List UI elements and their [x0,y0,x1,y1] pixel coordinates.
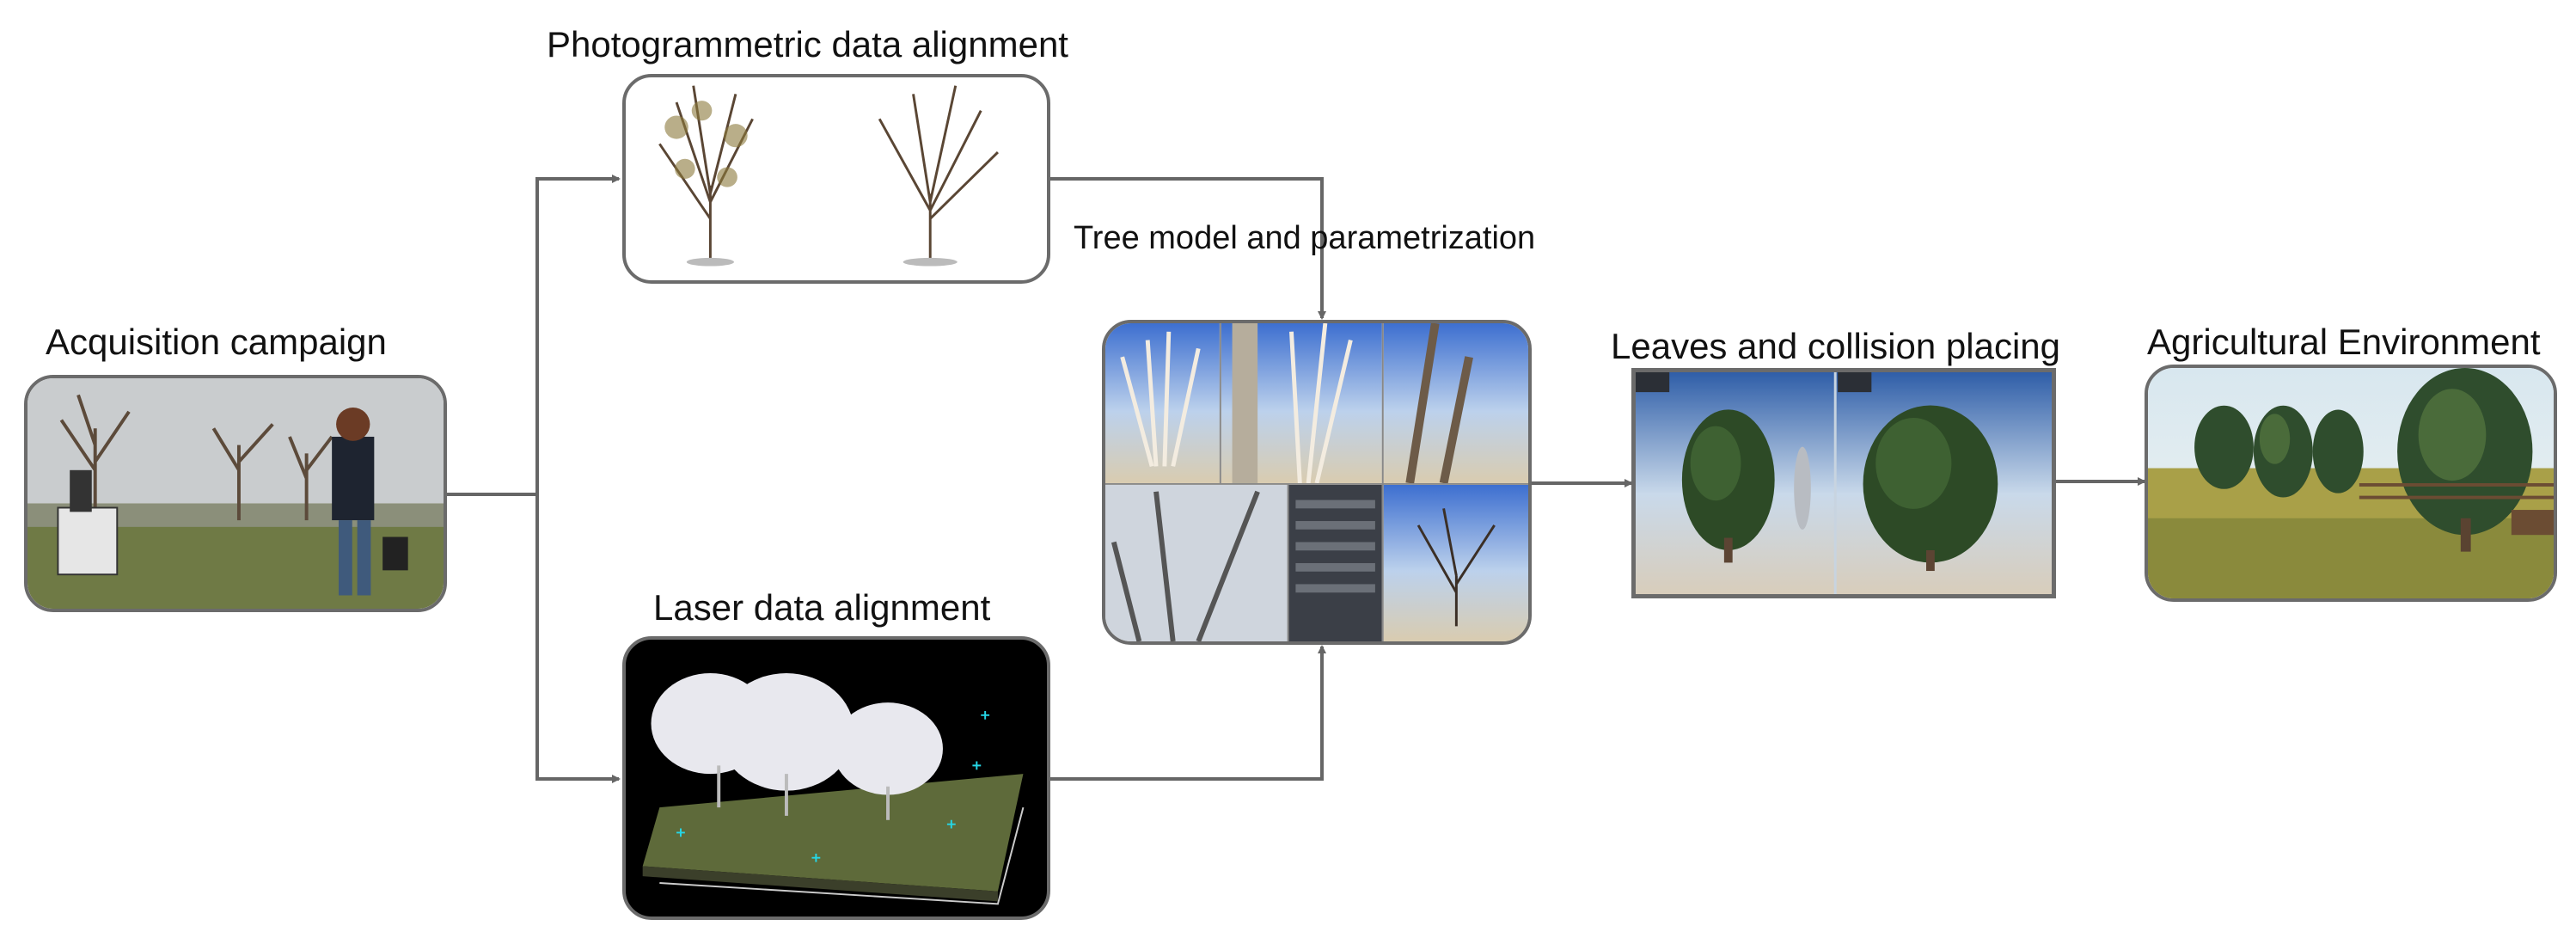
node-title-tree-model: Tree model and parametrization [1074,220,1536,256]
environment-panel [2145,365,2557,602]
node-title-photogrammetric: Photogrammetric data alignment [547,24,1068,64]
node-title-laser: Laser data alignment [653,587,991,628]
node-title-leaves: Leaves and collision placing [1611,326,2061,366]
photogrammetric-panel [622,74,1050,284]
laser-panel [622,636,1050,920]
acquisition-photo [24,375,447,612]
node-title-environment: Agricultural Environment [2147,322,2541,362]
connector-acquisition-photogrammetric [535,175,621,494]
node-title-acquisition: Acquisition campaign [46,322,387,362]
connector-laser-treemodel [1050,645,1326,781]
tree-model-panel [1102,320,1532,645]
leaves-panel [1631,368,2056,598]
connector-acquisition-laser [535,494,621,783]
connector-photogrammetric-treemodel [1050,177,1326,320]
